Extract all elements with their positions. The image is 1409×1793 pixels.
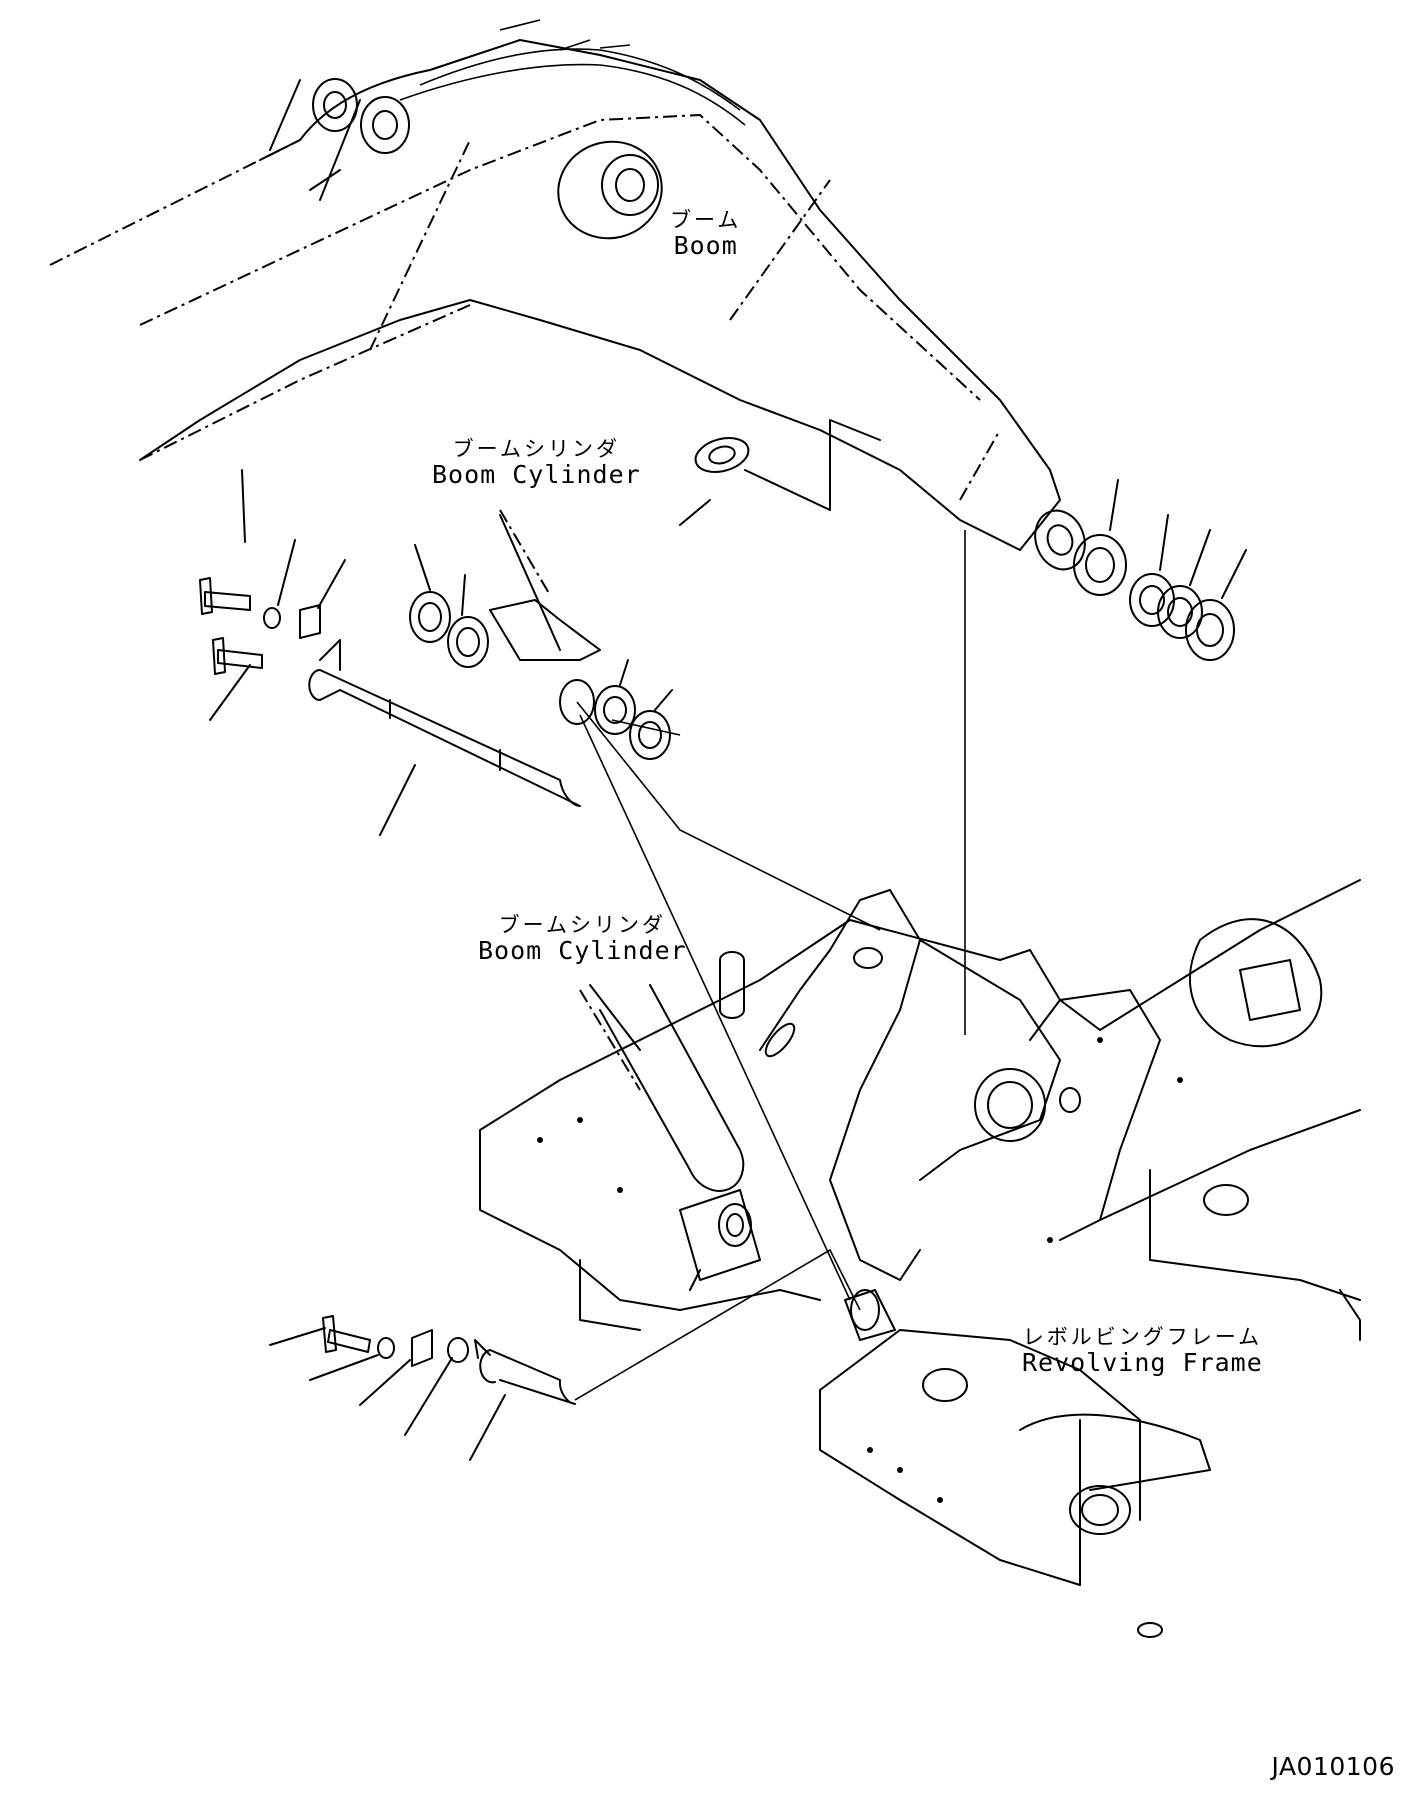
boom-cylinder-lower-label: ブームシリンダ Boom Cylinder [478, 913, 687, 966]
boom-cylinder-lower-label-en: Boom Cylinder [478, 936, 687, 966]
boom-label-jp: ブーム [670, 208, 742, 232]
figure-code: JA010106 [1271, 1752, 1395, 1781]
boom-label-en: Boom [673, 231, 738, 261]
boom-cylinder-upper-label-jp: ブームシリンダ [452, 437, 621, 461]
lower-cylinder-pin-assembly [269, 1248, 861, 1461]
revolving-frame-label-en: Revolving Frame [1022, 1348, 1263, 1378]
revolving-frame-label-jp: レボルビングフレーム [1022, 1325, 1263, 1349]
upper-boom-cylinder [489, 509, 881, 1301]
boom-part [49, 19, 1086, 571]
boom-cylinder-upper-label: ブームシリンダ Boom Cylinder [432, 437, 641, 490]
boom-cylinder-upper-label-en: Boom Cylinder [432, 460, 641, 490]
boom-label: ブーム Boom [670, 208, 741, 261]
revolving-frame-part [479, 879, 1361, 1638]
boom-cylinder-lower-label-jp: ブームシリンダ [498, 913, 667, 937]
boom-foot-pin-assembly [199, 469, 673, 836]
leader-lower-cylinder [589, 984, 641, 1051]
leader-upper-cylinder [499, 514, 561, 651]
boom-foot-washers [1073, 479, 1247, 661]
pin-center-line [611, 719, 681, 736]
lower-boom-cylinder [579, 951, 745, 1192]
revolving-frame-label: レボルビングフレーム Revolving Frame [1022, 1325, 1263, 1378]
